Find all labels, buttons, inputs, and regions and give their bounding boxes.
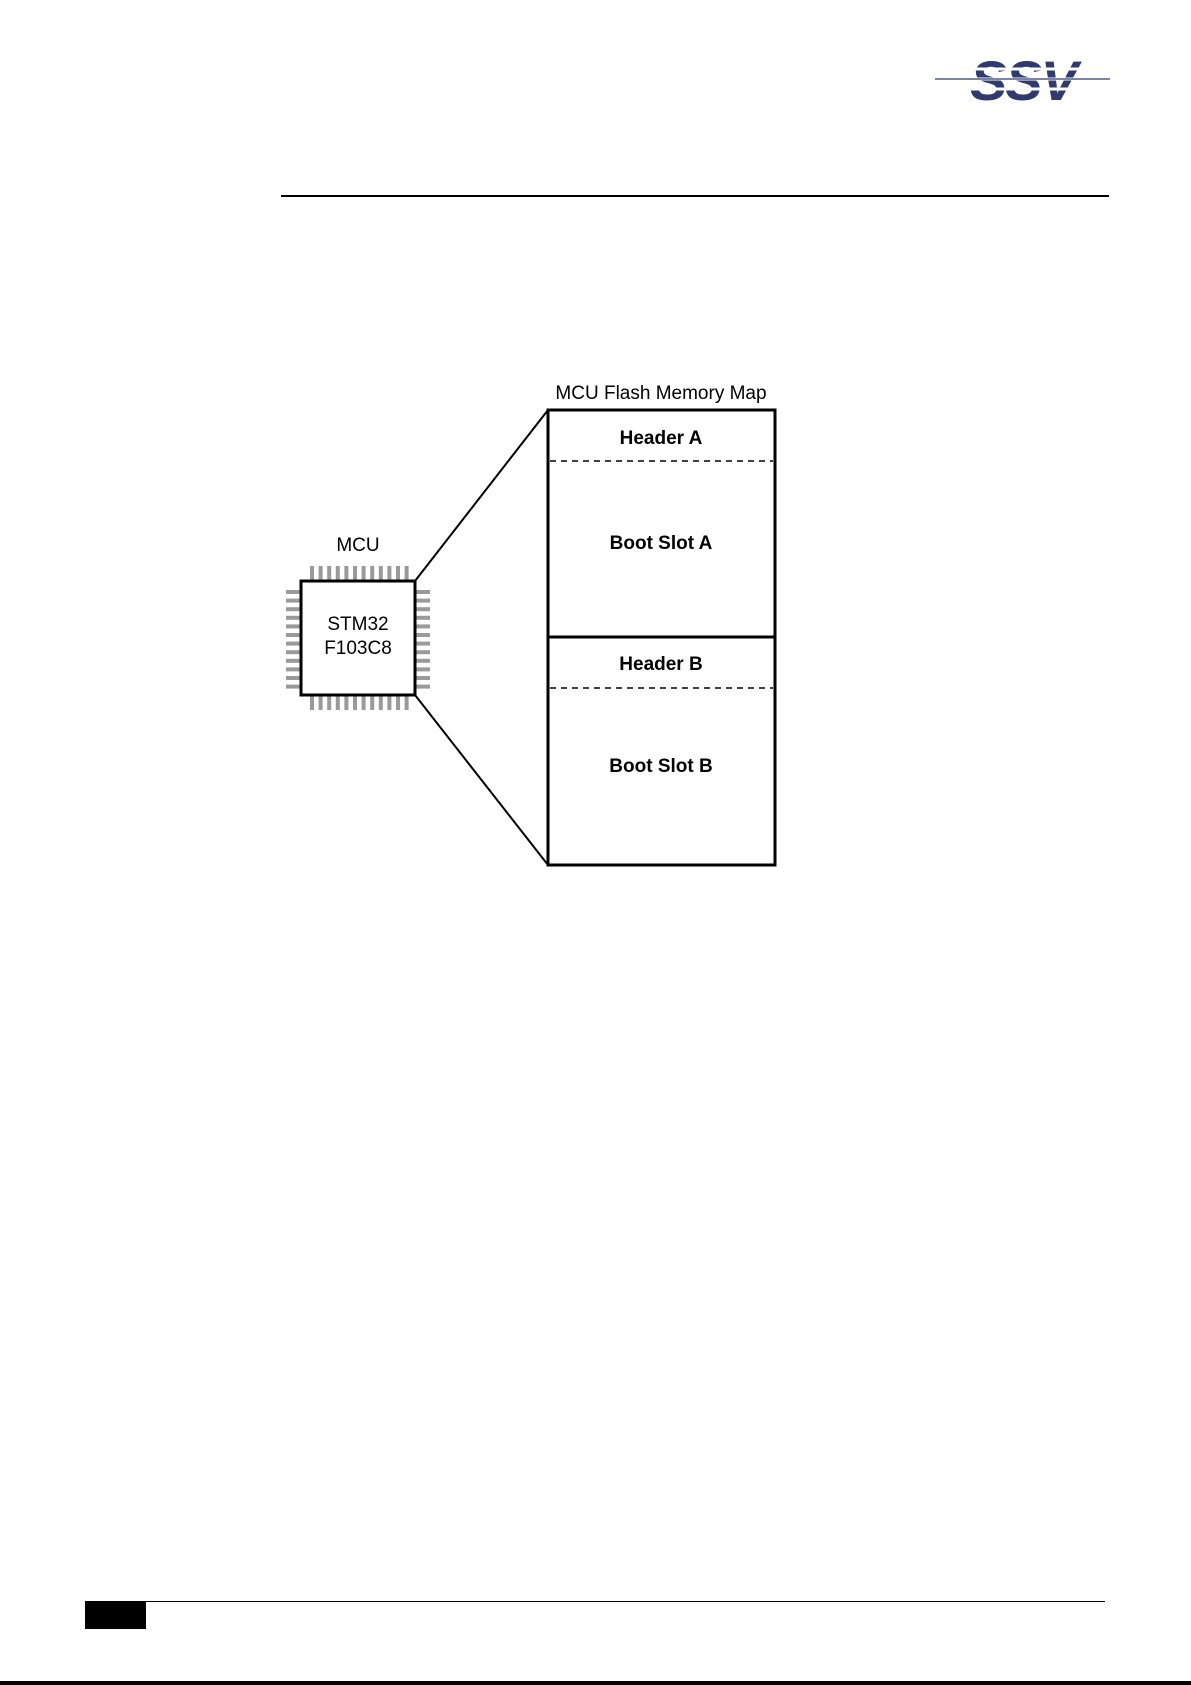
page-number-tab (85, 1602, 146, 1629)
chip-pin-left (286, 599, 301, 603)
chip-pin-left (286, 616, 301, 620)
chip-pin-top (336, 566, 340, 581)
chip-pin-left (286, 624, 301, 628)
chip-pin-right (415, 676, 430, 680)
chip-pin-right (415, 667, 430, 671)
chip-pin-left (286, 590, 301, 594)
chip-pin-top (370, 566, 374, 581)
region-header-a: Header A (620, 428, 703, 449)
chip-pin-right (415, 607, 430, 611)
chip-pin-top (362, 566, 366, 581)
chip-pin-top (387, 566, 391, 581)
footer-rule (85, 1601, 1105, 1602)
chip-pin-right (415, 599, 430, 603)
chip-pin-right (415, 616, 430, 620)
chip-pin-left (286, 633, 301, 637)
chip-pin-right (415, 624, 430, 628)
chip-pin-left (286, 607, 301, 611)
mcu-label: MCU (336, 535, 379, 556)
chip-pin-top (353, 566, 357, 581)
chip-pin-bottom (336, 695, 340, 710)
chip-pin-bottom (379, 695, 383, 710)
bottom-band (0, 1681, 1191, 1685)
chip-pin-bottom (319, 695, 323, 710)
chip-pin-top (310, 566, 314, 581)
chip-pin-left (286, 685, 301, 689)
chip-pin-right (415, 685, 430, 689)
region-boot-slot-b: Boot Slot B (609, 756, 712, 777)
chip-pin-top (379, 566, 383, 581)
chip-pin-top (344, 566, 348, 581)
connector-line-bottom (415, 695, 548, 865)
chip-pin-top (327, 566, 331, 581)
region-header-b: Header B (619, 654, 702, 675)
chip-pin-left (286, 659, 301, 663)
chip-pin-bottom (310, 695, 314, 710)
chip-pin-right (415, 650, 430, 654)
chip-pin-bottom (327, 695, 331, 710)
chip-pin-top (319, 566, 323, 581)
connector-line-top (415, 410, 548, 581)
chip-pin-left (286, 676, 301, 680)
chip-pin-bottom (387, 695, 391, 710)
chip-pin-left (286, 642, 301, 646)
chip-pin-top (396, 566, 400, 581)
chip-pin-left (286, 650, 301, 654)
chip-pin-bottom (370, 695, 374, 710)
chip-line-1: STM32 (327, 614, 388, 635)
memory-map-title: MCU Flash Memory Map (555, 383, 766, 404)
chip-pin-bottom (396, 695, 400, 710)
chip-pin-right (415, 590, 430, 594)
chip-pin-right (415, 633, 430, 637)
chip-pin-top (405, 566, 409, 581)
chip-line-2: F103C8 (324, 638, 392, 659)
region-boot-slot-a: Boot Slot A (610, 533, 713, 554)
chip-pin-bottom (353, 695, 357, 710)
chip-pin-right (415, 659, 430, 663)
chip-pin-right (415, 642, 430, 646)
chip-pin-bottom (344, 695, 348, 710)
chip-pin-bottom (362, 695, 366, 710)
chip-pin-bottom (405, 695, 409, 710)
chip-pin-left (286, 667, 301, 671)
